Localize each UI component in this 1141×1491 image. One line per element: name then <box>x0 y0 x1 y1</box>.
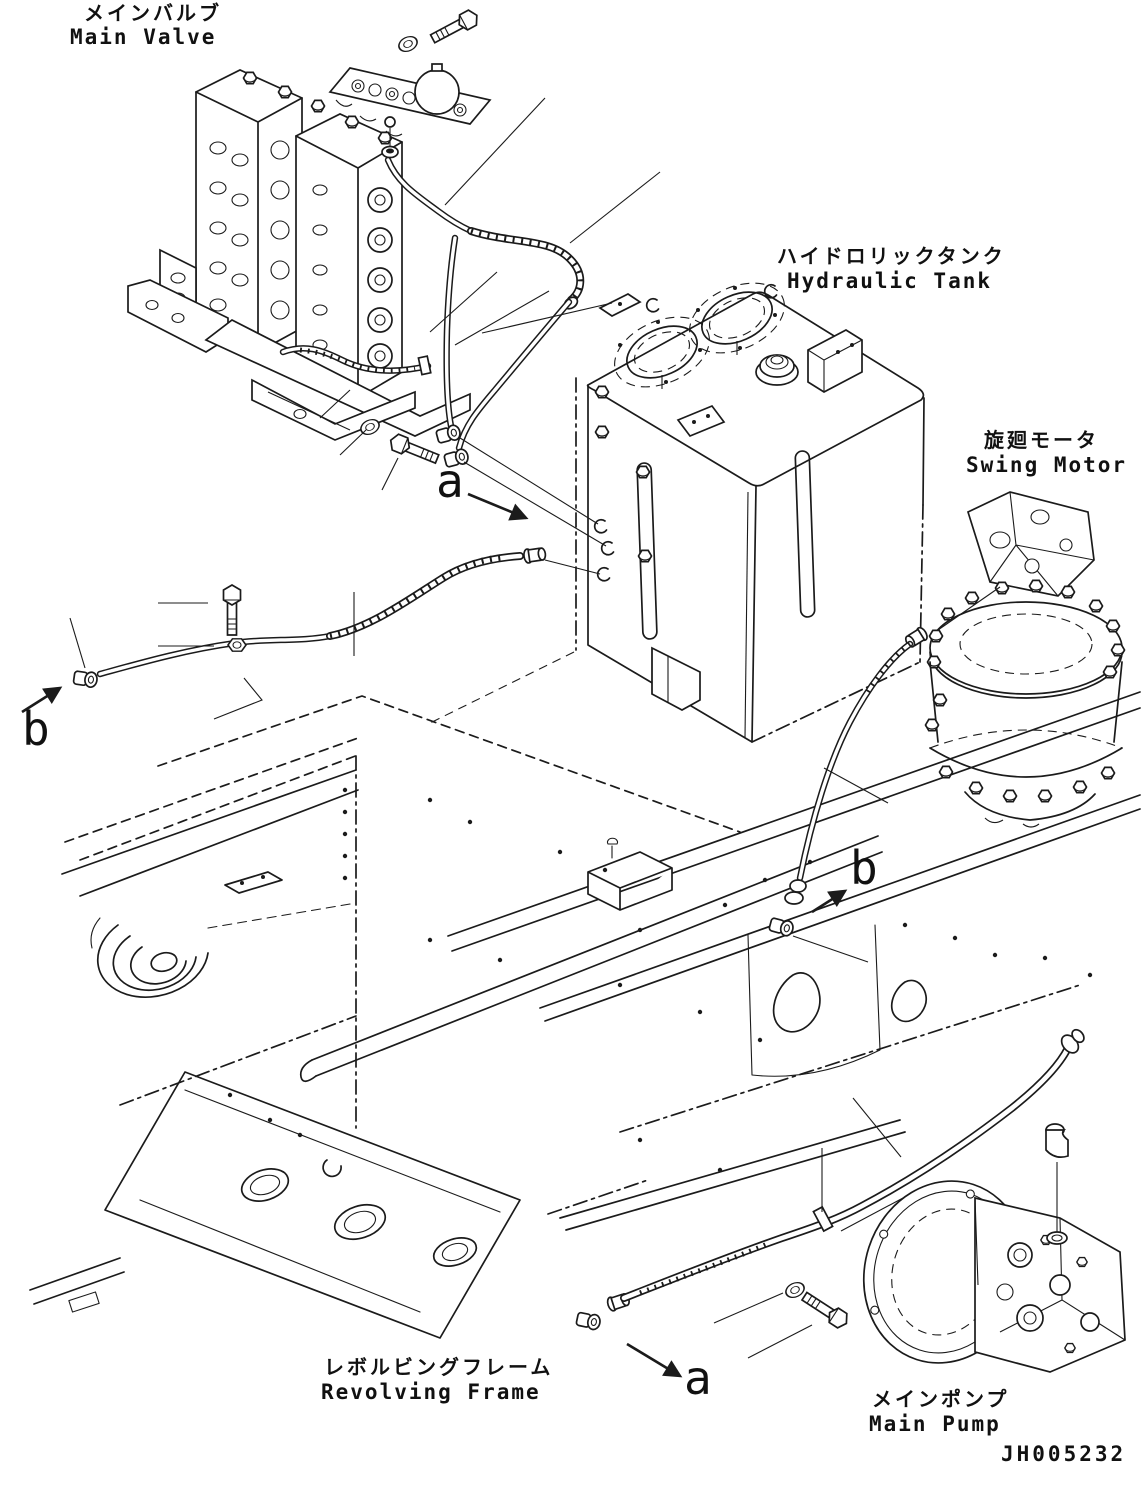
label-hydraulic-tank-jp: ハイドロリックタンク <box>777 244 1006 268</box>
pump-elbow-fitting <box>1045 1123 1069 1245</box>
filler-cap <box>755 354 799 386</box>
hose-clamp <box>812 1205 834 1233</box>
swing-motor <box>924 491 1126 828</box>
label-main-pump-jp: メインポンプ <box>872 1387 1010 1411</box>
label-revolving-frame-jp: レボルビングフレーム <box>324 1355 554 1379</box>
label-revolving-frame-en: Revolving Frame <box>321 1380 541 1404</box>
callout-a-bottom-arrow <box>626 1342 683 1378</box>
hydraulic-tank <box>427 282 925 743</box>
hose-cap-fitting <box>381 116 399 159</box>
hose-valve-to-tank <box>384 156 585 470</box>
hose-mid-left <box>72 545 548 689</box>
callout-b-middle: b <box>850 841 878 895</box>
label-swing-motor-en: Swing Motor <box>966 453 1128 477</box>
label-main-valve-en: Main Valve <box>70 25 217 49</box>
main-valve-assembly <box>127 69 471 441</box>
label-swing-motor-jp: 旋廻モータ <box>984 428 1099 452</box>
bolt-a <box>386 431 442 468</box>
accumulator-ball <box>414 63 460 115</box>
solenoid-manifold <box>328 63 492 159</box>
callout-arrows <box>21 492 848 1378</box>
drawing-number: JH005232 <box>1001 1442 1127 1466</box>
valve-mounting-bracket <box>127 279 471 441</box>
label-main-valve-jp: メインバルブ <box>84 1 222 25</box>
callout-b-left: b <box>22 702 50 756</box>
main-pump <box>862 1123 1126 1373</box>
callout-a-top-arrow <box>467 492 529 521</box>
callout-b-middle-arrow <box>811 889 848 914</box>
washer-top <box>395 32 421 56</box>
sight-gauge-slots <box>636 450 816 640</box>
callout-a-bottom: a <box>684 1351 712 1405</box>
bolt-top <box>427 6 482 48</box>
bolt-mid <box>222 584 242 636</box>
nut-mid <box>227 638 247 652</box>
bolt-bottom <box>798 1288 852 1332</box>
hose-under-valve <box>279 345 432 376</box>
label-main-pump-en: Main Pump <box>869 1412 1001 1436</box>
leader-lines <box>69 97 1001 1359</box>
hose-main-pump <box>574 1028 1085 1332</box>
hose-swing-motor <box>767 625 930 938</box>
callout-b-left-arrow <box>21 686 63 714</box>
label-hydraulic-tank-en: Hydraulic Tank <box>787 269 993 293</box>
revolving-frame <box>29 691 1141 1339</box>
callout-a-top: a <box>436 454 464 508</box>
